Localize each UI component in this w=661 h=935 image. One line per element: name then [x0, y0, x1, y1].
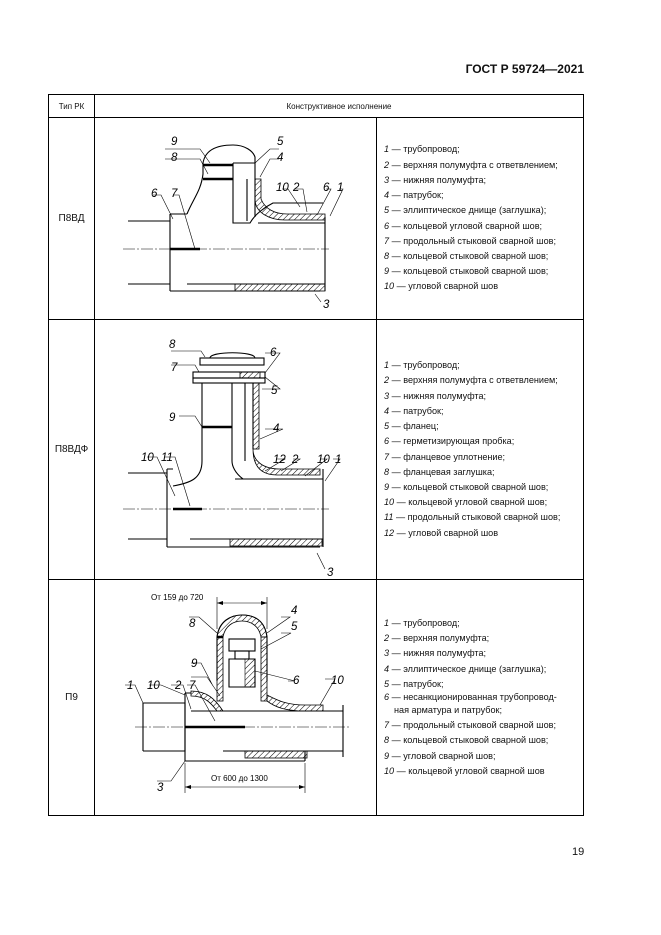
legend-item: 8 — фланцевая заглушка;: [384, 466, 495, 477]
callout-label: 4: [291, 605, 297, 617]
legend-item: 6 — кольцевой угловой сварной шов;: [384, 220, 543, 231]
callout-label: 9: [171, 136, 178, 148]
legend-item: 4 — патрубок;: [384, 405, 444, 416]
table-row: П8ВДФ: [48, 319, 584, 580]
legend-item: 9 — кольцевой стыковой сварной шов;: [384, 481, 549, 492]
callout-label: 10: [317, 454, 330, 466]
legend-item: 6 — герметизирующая пробка;: [384, 436, 515, 447]
callout-label: 7: [171, 362, 178, 374]
legend: 1 — трубопровод; 2 — верхняя полумуфта с…: [376, 117, 584, 320]
legend-item: ная арматура и патрубок;: [394, 705, 503, 715]
callout-label: 6: [293, 675, 300, 687]
callout-label: 12: [273, 454, 286, 466]
callout-label: 2: [174, 680, 182, 692]
callout-label: 4: [273, 423, 279, 435]
drawing-p8vd: 9 8 6 7 5 4 10 2 6 1 3: [94, 117, 377, 320]
legend-item: 2 — верхняя полумуфта;: [384, 633, 490, 644]
callout-label: 11: [161, 452, 173, 464]
legend-item: 9 — кольцевой стыковой сварной шов;: [384, 266, 549, 277]
legend-item: 3 — нижняя полумуфта;: [384, 648, 487, 659]
legend-item: 8 — кольцевой стыковой сварной шов;: [384, 735, 549, 746]
legend: 1 — трубопровод; 2 — верхняя полумуфта с…: [376, 319, 584, 580]
callout-label: 10: [331, 675, 344, 687]
legend-item: 10 — кольцевой угловой сварной шов;: [384, 497, 548, 508]
legend-item: 7 — продольный стыковой сварной шов;: [384, 235, 556, 246]
callout-label: 2: [291, 454, 299, 466]
legend-item: 5 — патрубок;: [384, 678, 444, 689]
legend-item: 1 — трубопровод;: [384, 360, 460, 371]
callout-label: 4: [277, 152, 283, 164]
document-code: ГОСТ Р 59724—2021: [465, 62, 584, 76]
legend-item: 5 — фланец;: [384, 421, 439, 432]
callout-label: 1: [337, 182, 343, 194]
legend-item: 1 — трубопровод;: [384, 144, 460, 155]
sleeve-valve-drawing: От 159 до 720: [125, 593, 351, 794]
legend-item: 9 — угловой сварной шов;: [384, 750, 496, 761]
legend-item: 7 — фланцевое уплотнение;: [384, 451, 506, 462]
callout-label: 7: [189, 680, 196, 692]
callout-label: 10: [276, 182, 289, 194]
legend-item: 6 — несанкционированная трубопровод-: [384, 692, 557, 702]
type-code: П8ВД: [48, 117, 95, 320]
callout-label: 2: [292, 182, 300, 194]
callout-label: 9: [169, 412, 176, 424]
page-number: 19: [572, 846, 585, 858]
legend-item: 10 — кольцевой угловой сварной шов: [384, 765, 545, 776]
dimension-label: От 600 до 1300: [211, 774, 268, 783]
callout-label: 5: [277, 136, 284, 148]
callout-label: 3: [327, 567, 334, 579]
callout-label: 6: [151, 188, 158, 200]
drawing-p8vdf: 8 7 6 5 9 4 10 11 12 2 10 1 3: [94, 319, 377, 580]
callout-label: 9: [191, 658, 198, 670]
dimension-label: От 159 до 720: [151, 593, 204, 602]
callout-label: 8: [189, 618, 196, 630]
callout-label: 3: [157, 782, 164, 794]
legend-item: 2 — верхняя полумуфта с ответвлением;: [384, 375, 558, 386]
callout-label: 1: [335, 454, 341, 466]
legend-item: 4 — патрубок;: [384, 190, 444, 201]
callout-label: 5: [271, 385, 278, 397]
legend-item: 2 — верхняя полумуфта с ответвлением;: [384, 159, 558, 170]
legend-item: 3 — нижняя полумуфта;: [384, 174, 487, 185]
legend-item: 8 — кольцевой стыковой сварной шов;: [384, 250, 549, 261]
callout-label: 8: [171, 152, 178, 164]
design-table: Тип РК Конструктивное исполнение П8ВД: [48, 94, 584, 816]
legend-item: 5 — эллиптическое днище (заглушка);: [384, 205, 547, 216]
callout-label: 3: [323, 299, 330, 311]
tee-flange-drawing: 8 7 6 5 9 4 10 11 12 2 10 1 3: [123, 339, 341, 579]
callout-label: 10: [141, 452, 154, 464]
type-code: П9: [48, 579, 95, 816]
header-type: Тип РК: [48, 94, 95, 118]
legend-item: 4 — эллиптическое днище (заглушка);: [384, 663, 547, 674]
legend: 1 — трубопровод; 2 — верхняя полумуфта; …: [376, 579, 584, 816]
callout-label: 8: [169, 339, 176, 351]
table-row: П8ВД: [48, 117, 584, 320]
legend-item: 3 — нижняя полумуфта;: [384, 390, 487, 401]
type-code: П8ВДФ: [48, 319, 95, 580]
callout-label: 7: [171, 188, 178, 200]
callout-label: 5: [291, 621, 298, 633]
legend-item: 12 — угловой сварной шов: [384, 527, 499, 538]
callout-label: 1: [127, 680, 133, 692]
table-header-row: Тип РК Конструктивное исполнение: [48, 94, 584, 118]
tee-drawing: 9 8 6 7 5 4 10 2 6 1 3: [123, 136, 344, 311]
legend-item: 11 — продольный стыковой сварной шов;: [384, 512, 561, 523]
legend-item: 7 — продольный стыковой сварной шов;: [384, 720, 556, 731]
callout-label: 6: [323, 182, 330, 194]
callout-label: 10: [147, 680, 160, 692]
callout-label: 6: [270, 347, 277, 359]
header-design: Конструктивное исполнение: [94, 94, 584, 118]
legend-item: 1 — трубопровод;: [384, 617, 460, 628]
drawing-p9: От 159 до 720: [94, 579, 377, 816]
table-row: П9 От 159 до 720: [48, 579, 584, 816]
legend-item: 10 — угловой сварной шов: [384, 281, 499, 292]
